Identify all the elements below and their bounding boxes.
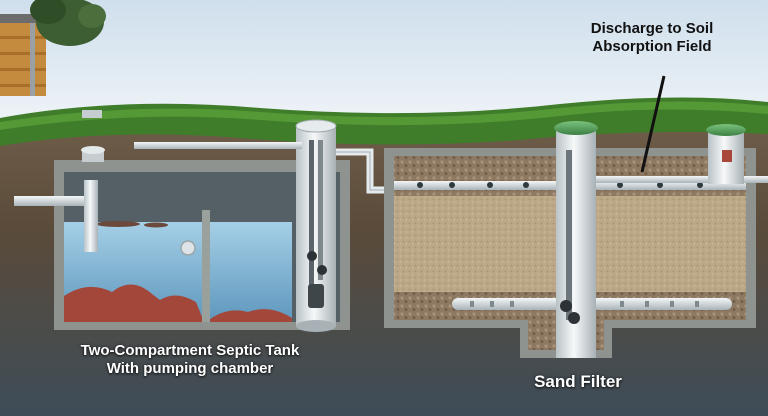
- house-corner: [0, 14, 60, 96]
- discharge-label-line2: Absorption Field: [592, 38, 712, 56]
- discharge-lid: [706, 124, 746, 136]
- discharge-label: Discharge to Soil Absorption Field: [552, 20, 752, 57]
- septic-tank-label-line1: Two-Compartment Septic Tank: [80, 342, 300, 359]
- discharge-callout-line: [640, 75, 666, 173]
- inlet-pipe: [14, 196, 94, 206]
- sand-filter-label: Sand Filter: [534, 372, 622, 391]
- sand-filter: [384, 121, 768, 358]
- well-lid: [554, 121, 598, 135]
- tank-sludge: [64, 284, 204, 322]
- discharge-label-line1: Discharge to Soil: [590, 20, 714, 37]
- pumping-chamber: [295, 119, 337, 332]
- discharge-pipe: [596, 176, 708, 183]
- septic-tank-label: Two-Compartment Septic Tank With pumping…: [40, 342, 340, 379]
- pump: [308, 284, 324, 308]
- shrub: [30, 0, 106, 46]
- septic-tank-label-line2: With pumping chamber: [106, 360, 274, 378]
- grass-highlight: [0, 101, 768, 130]
- compartment-wall: [202, 210, 210, 322]
